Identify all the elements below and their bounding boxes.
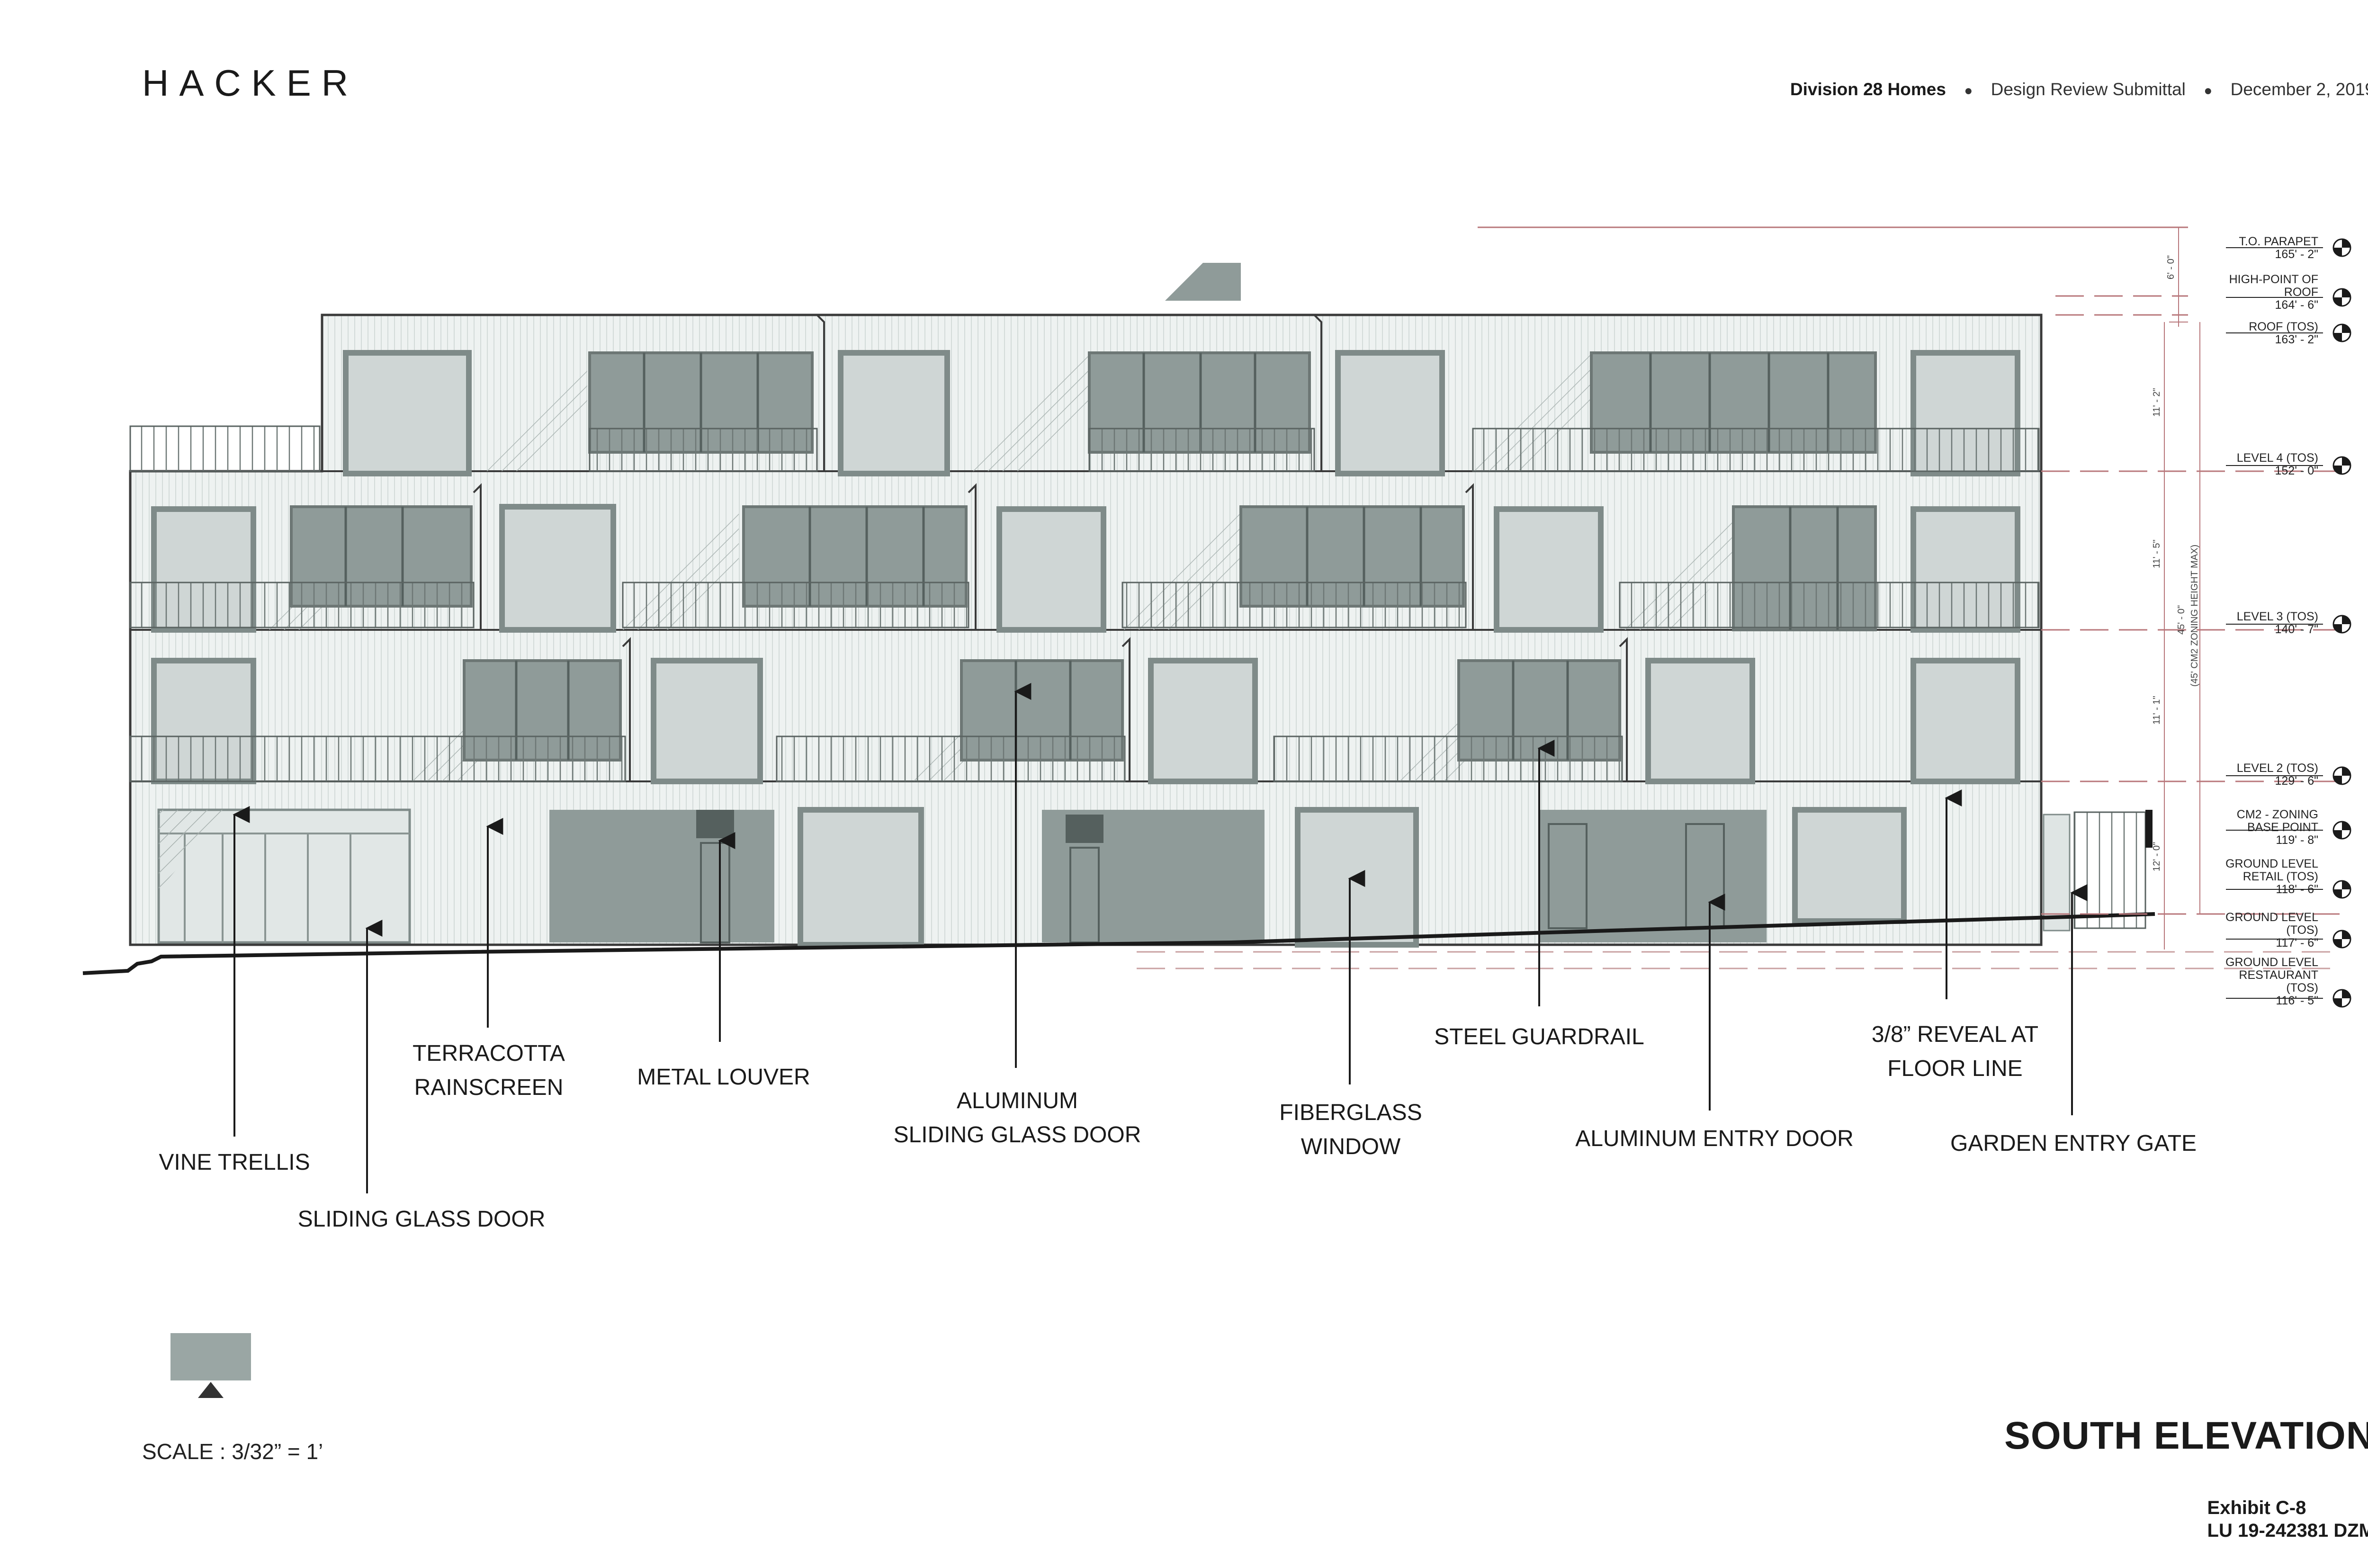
level-name: LEVEL 2 (TOS) (2237, 762, 2318, 775)
level-target-quadrant (2333, 998, 2342, 1007)
dim-level4-roof: 11' - 2" (2152, 388, 2162, 417)
level-target-quadrant (2333, 939, 2342, 948)
level-name: ROOF (TOS) (2249, 320, 2318, 333)
callout-sliding-glass-door: SLIDING GLASS DOOR (298, 1207, 546, 1232)
roof-railing (129, 425, 321, 472)
level-name: (TOS) (2286, 923, 2318, 937)
dim-ground-level2: 12' - 0" (2152, 842, 2162, 871)
sheet-title: SOUTH ELEVATION (2004, 1414, 2368, 1457)
level-name: BASE POINT (2247, 821, 2318, 834)
level-name: GROUND LEVEL (2225, 911, 2318, 924)
level-datum-lines (1137, 226, 2340, 969)
level-target-quadrant (2342, 767, 2350, 776)
dim-parapet: 6' - 0" (2166, 255, 2176, 279)
ground-level (157, 807, 2153, 948)
level-name: LEVEL 4 (TOS) (2237, 451, 2318, 465)
level-elevation: 163' - 2" (2275, 333, 2318, 346)
level-target-quadrant (2342, 457, 2350, 466)
level-elevation: 119' - 8" (2276, 833, 2318, 847)
level-elevation: 140' - 7" (2275, 623, 2318, 636)
callout-leaders (233, 683, 2088, 1193)
level-elevation: 117' - 6" (2276, 936, 2318, 950)
level-name: GROUND LEVEL (2225, 956, 2318, 969)
level-name: GROUND LEVEL (2225, 857, 2318, 870)
callout-fiberglass-1: FIBERGLASS (1279, 1100, 1422, 1125)
callout-vine-trellis: VINE TRELLIS (159, 1150, 310, 1175)
level-elevation: 152' - 0" (2275, 464, 2318, 477)
submittal-date: December 2, 2019 (2230, 80, 2368, 99)
level-target-quadrant (2333, 466, 2342, 474)
scale-note: SCALE : 3/32” = 1’ (142, 1439, 323, 1464)
callout-fiberglass-2: WINDOW (1301, 1134, 1401, 1159)
dim-total: 45' - 0" (2176, 605, 2187, 635)
level-name: CM2 - ZONING (2237, 808, 2318, 821)
level-target-quadrant (2342, 931, 2350, 939)
callout-terracotta-2: RAINSCREEN (414, 1075, 564, 1100)
callout-terracotta-1: TERRACOTTA (413, 1041, 565, 1066)
dim-zoning-note: (45' CM2 ZONING HEIGHT MAX) (2189, 545, 2200, 687)
level-name: (TOS) (2286, 981, 2318, 995)
level-target-quadrant (2333, 830, 2342, 839)
north-arrow-swatch (170, 1333, 251, 1380)
roof-hatch (1165, 263, 1241, 301)
level2-railings (129, 735, 1623, 782)
callout-aluminum-1: ALUMINUM (957, 1088, 1078, 1113)
level-elevation: 129' - 6" (2275, 774, 2318, 788)
callout-reveal-1: 3/8” REVEAL AT (1872, 1022, 2038, 1047)
north-arrow-icon (198, 1382, 224, 1398)
callout-garden-entry-gate: GARDEN ENTRY GATE (1950, 1131, 2197, 1156)
level-name: HIGH-POINT OF (2229, 273, 2318, 286)
level-target-quadrant (2342, 822, 2350, 830)
level-target-quadrant (2342, 881, 2350, 889)
level-name: RESTAURANT (2239, 968, 2318, 982)
dim-level2-level3: 11' - 1" (2152, 696, 2162, 725)
level-target-quadrant (2333, 248, 2342, 256)
level-target-quadrant (2333, 889, 2342, 898)
case-number: LU 19-242381 DZM (2207, 1520, 2368, 1541)
level-target-quadrant (2342, 289, 2350, 297)
level-name: ROOF (2284, 286, 2318, 299)
level-target-quadrant (2333, 624, 2342, 633)
callout-aluminum-entry-door: ALUMINUM ENTRY DOOR (1575, 1126, 1854, 1151)
separator-dot: ● (2204, 83, 2213, 99)
level3-railings (129, 582, 2040, 628)
level-target-quadrant (2333, 776, 2342, 784)
level-target-quadrant (2342, 324, 2350, 333)
level-elevation: 116' - 5" (2276, 994, 2318, 1007)
callout-aluminum-2: SLIDING GLASS DOOR (894, 1122, 1141, 1147)
level-target-quadrant (2333, 333, 2342, 341)
callout-reveal-2: FLOOR LINE (1887, 1056, 2022, 1081)
project-name: Division 28 Homes (1790, 80, 1946, 99)
level-name: LEVEL 3 (TOS) (2237, 610, 2318, 623)
level-elevation: 165' - 2" (2275, 248, 2318, 261)
level-target-quadrant (2342, 239, 2350, 248)
dimension-strings (2160, 227, 2200, 950)
level-name: RETAIL (TOS) (2243, 870, 2318, 883)
dim-level3-level4: 11' - 5" (2152, 539, 2162, 568)
exhibit-number: Exhibit C-8 (2207, 1497, 2306, 1518)
level-elevation: 164' - 6" (2275, 298, 2318, 312)
sheet-header: Division 28 Homes ● Design Review Submit… (1790, 80, 2368, 99)
level-target-quadrant (2342, 990, 2350, 998)
submittal-type: Design Review Submittal (1991, 80, 2186, 99)
level-target-quadrant (2342, 616, 2350, 624)
level-target-quadrant (2333, 297, 2342, 306)
separator-dot: ● (1964, 83, 1973, 99)
level4-railings (589, 428, 2040, 472)
ground-line (82, 912, 2155, 975)
firm-logo: HACKER (142, 62, 359, 104)
callout-metal-louver: METAL LOUVER (637, 1065, 810, 1090)
callout-steel-guardrail: STEEL GUARDRAIL (1434, 1024, 1644, 1049)
exhibit-block: Exhibit C-8 LU 19-242381 DZM (2207, 1496, 2368, 1542)
level-name: T.O. PARAPET (2239, 235, 2318, 248)
